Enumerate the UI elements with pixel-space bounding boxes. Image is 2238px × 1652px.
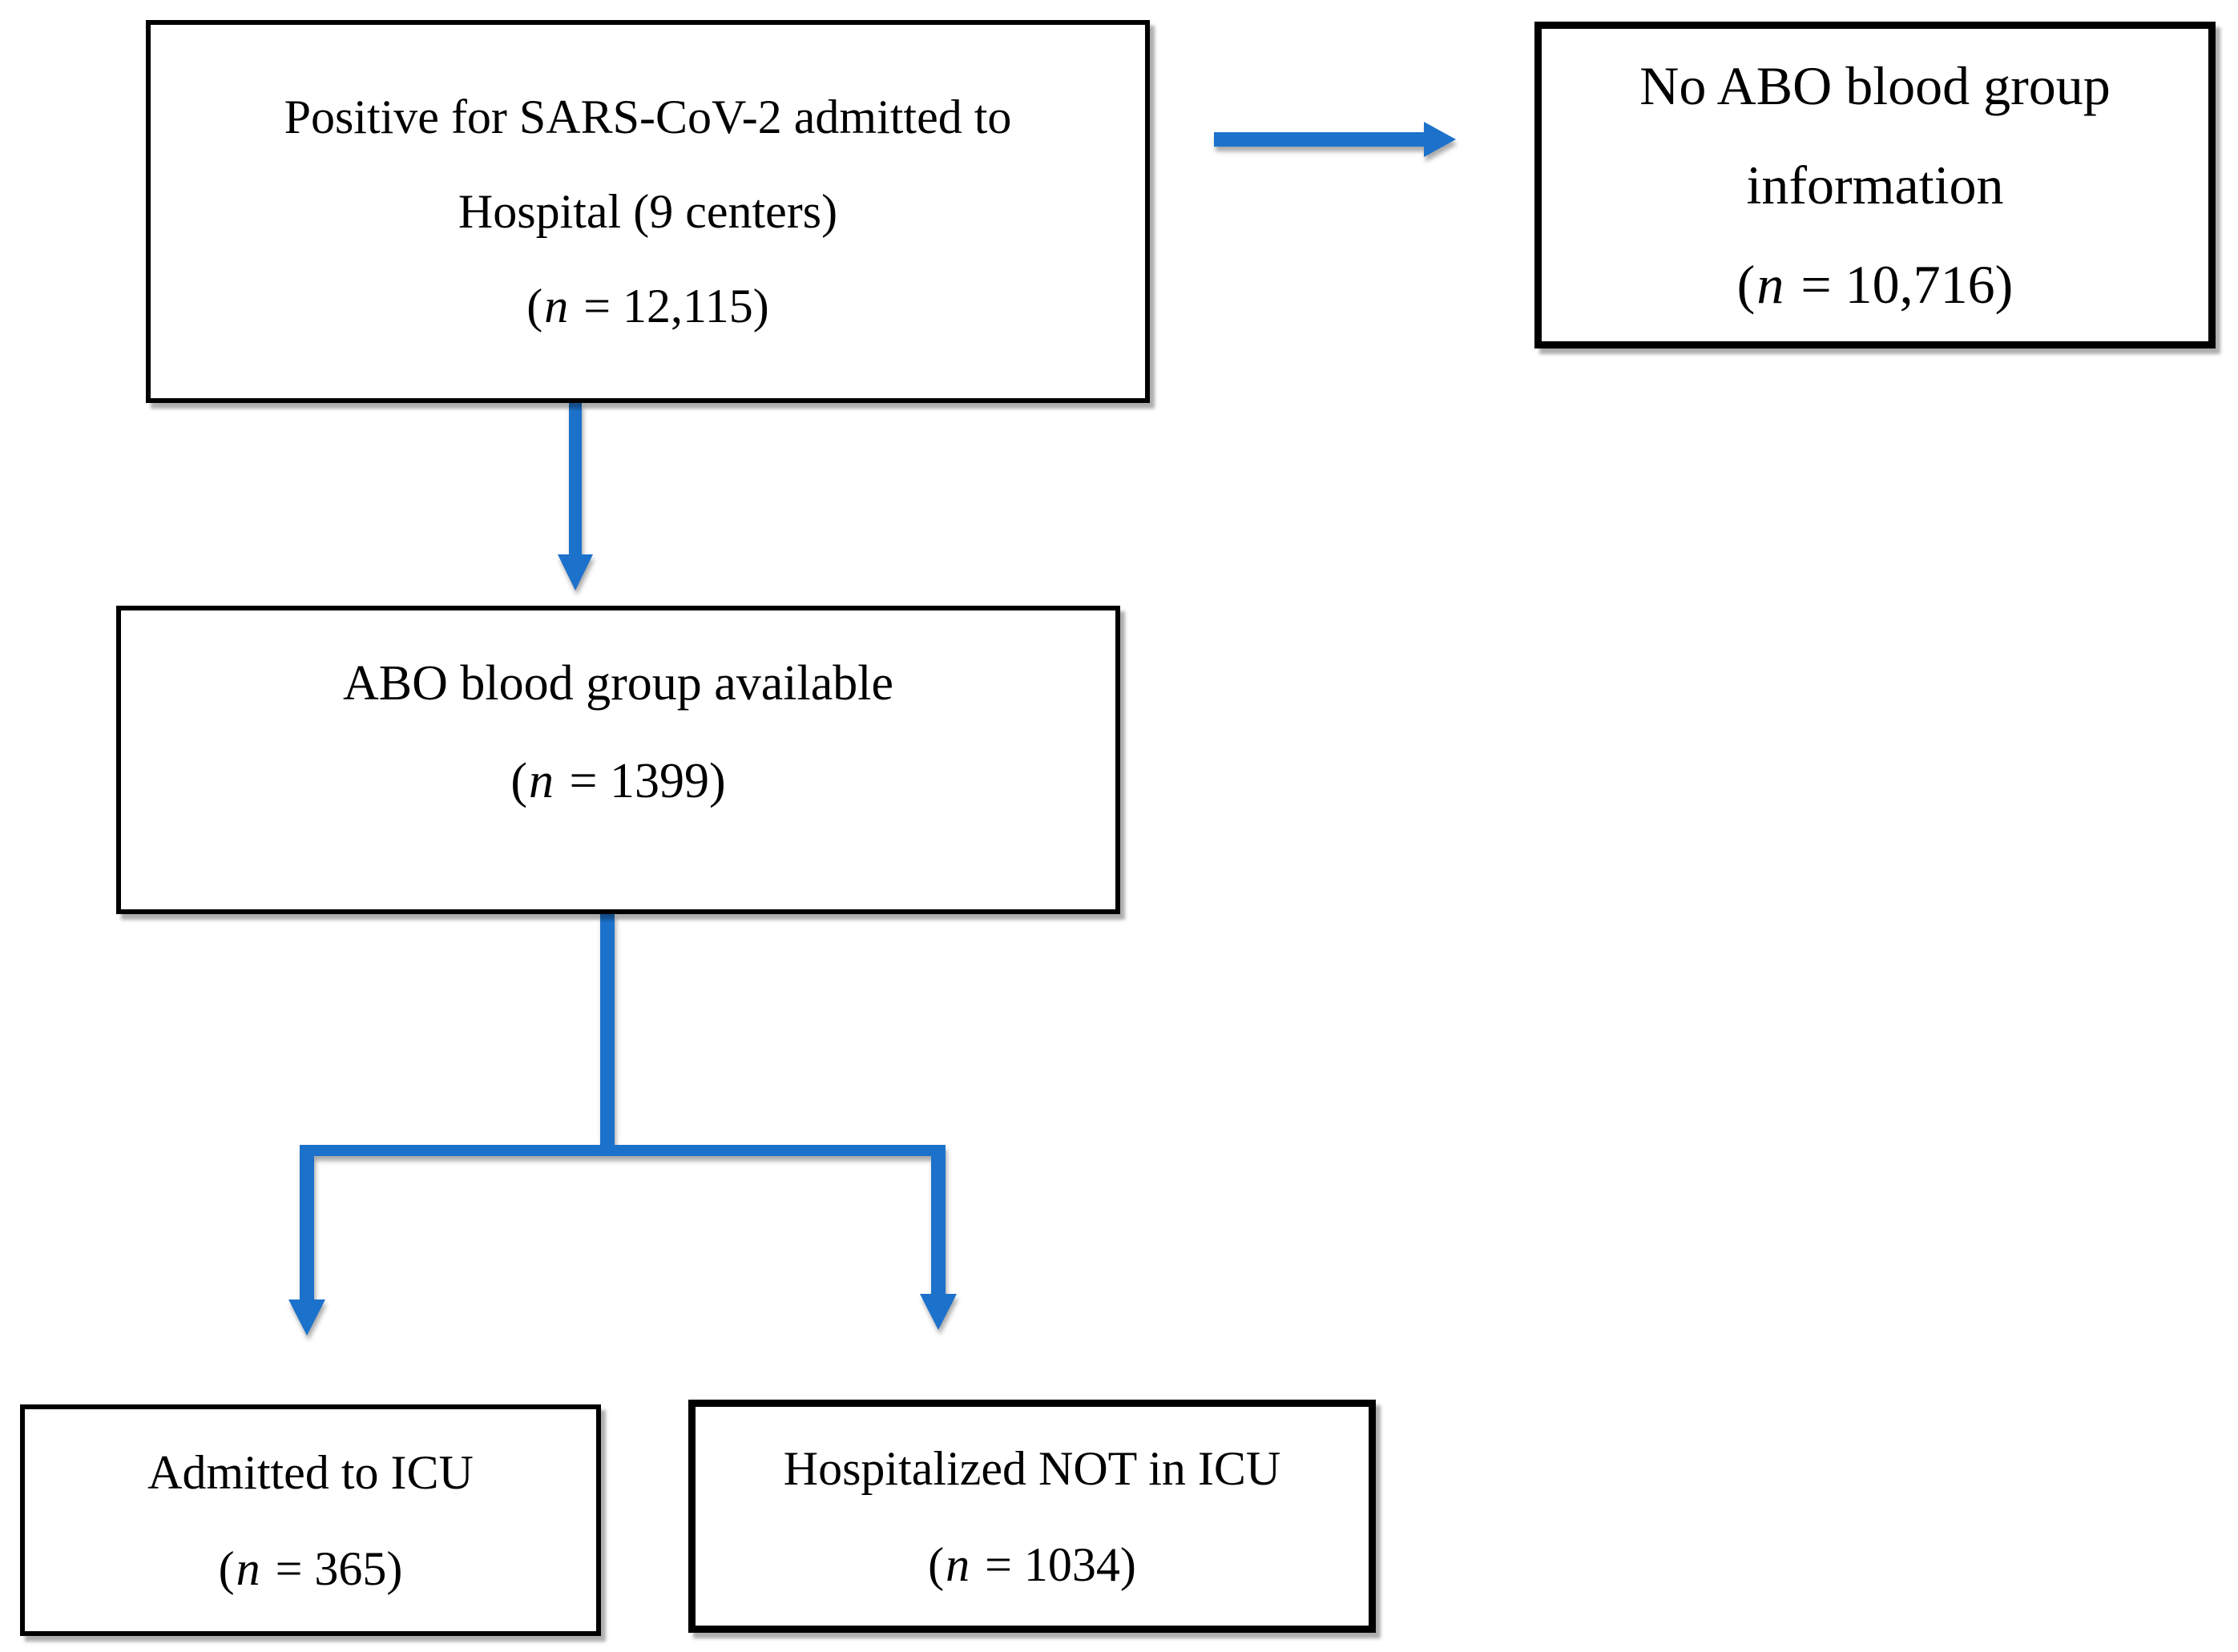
n-symbol: n [529, 753, 554, 808]
count-open-paren: ( [218, 1541, 235, 1595]
node-abo-available: ABO blood group available (n = 1399) [116, 606, 1120, 914]
node-admitted-icu: Admitted to ICU (n = 365) [20, 1404, 601, 1636]
node-text-line: ABO blood group available [342, 655, 894, 711]
node-source-population: Positive for SARS-CoV-2 admitted to Hosp… [146, 20, 1150, 403]
n-symbol: n [1756, 254, 1784, 315]
node-text-line: No ABO blood group [1639, 55, 2111, 116]
arrow-branch-to-icu-groups-icon [288, 914, 957, 1336]
node-count-line: (n = 1034) [928, 1517, 1136, 1613]
node-text-line: Hospital (9 centers) [458, 185, 838, 238]
node-text-line: Hospitalized NOT in ICU [783, 1441, 1281, 1495]
arrow-down-to-abo-available-icon [558, 403, 593, 590]
node-text-line: information [1746, 155, 2004, 216]
node-text-line: Admitted to ICU [147, 1445, 474, 1499]
count-open-paren: ( [1736, 254, 1756, 315]
n-symbol: n [946, 1537, 970, 1591]
node-count-line: (n = 365) [219, 1521, 403, 1617]
count-value: = 10,716) [1787, 254, 2014, 315]
count-open-paren: ( [510, 753, 528, 808]
node-no-abo-information: No ABO blood group information (n = 10,7… [1534, 22, 2216, 349]
node-text-line: Positive for SARS-CoV-2 admitted to [284, 91, 1012, 143]
node-count-line: (n = 1399) [510, 732, 725, 830]
count-value: = 1034) [973, 1537, 1136, 1591]
arrow-right-to-no-abo-icon [1214, 122, 1456, 157]
count-open-paren: ( [928, 1537, 945, 1591]
count-value: = 365) [263, 1541, 403, 1595]
n-symbol: n [544, 280, 569, 332]
node-hospitalized-not-icu: Hospitalized NOT in ICU (n = 1034) [688, 1400, 1376, 1633]
n-symbol: n [236, 1541, 260, 1595]
count-value: = 12,115) [571, 280, 769, 332]
count-value: = 1399) [557, 753, 726, 808]
node-count-line: (n = 10,716) [1737, 235, 2014, 334]
count-open-paren: ( [526, 280, 543, 332]
node-count-line: (n = 12,115) [526, 259, 769, 353]
